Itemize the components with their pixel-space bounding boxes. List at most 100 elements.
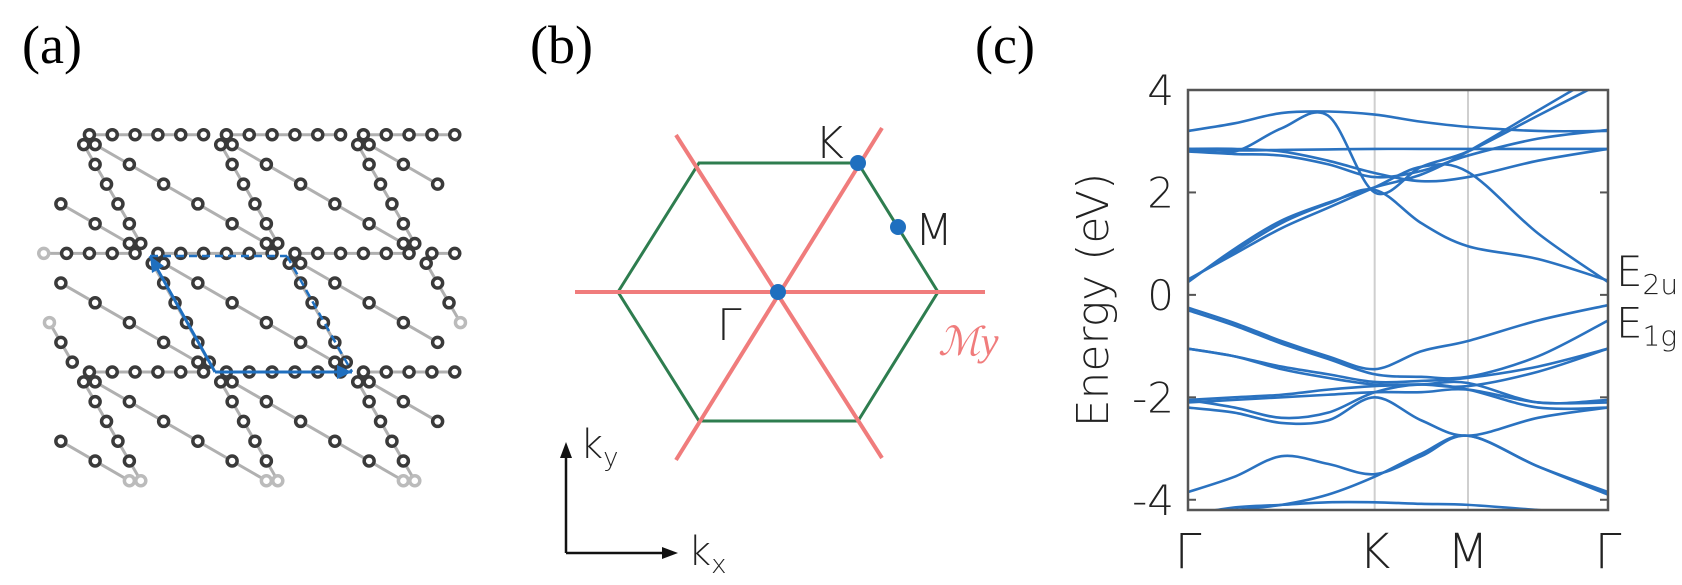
- lattice-atom: [259, 394, 274, 409]
- lattice-atom: [396, 315, 411, 330]
- y-tick-label: 0: [1147, 271, 1174, 320]
- lattice-atom: [419, 256, 433, 270]
- lattice-atom: [111, 434, 125, 448]
- lattice-atom: [356, 246, 371, 261]
- band-line-15: [1188, 396, 1608, 438]
- lattice-atom: [373, 177, 388, 191]
- ky-label: ky: [580, 422, 619, 473]
- lattice-diagram: [37, 127, 468, 488]
- lattice-atom: [54, 197, 68, 211]
- lattice-atom: [379, 246, 393, 261]
- lattice-atom: [425, 365, 439, 379]
- ky-arrowhead: [560, 442, 572, 458]
- lattice-atom: [379, 365, 393, 379]
- lattice-atom: [362, 157, 376, 172]
- x-tick-label: K: [1359, 524, 1390, 580]
- lattice-atom: [288, 246, 302, 261]
- lattice-atom: [99, 414, 114, 429]
- lattice-atom: [122, 454, 137, 468]
- lattice-atom: [151, 365, 165, 379]
- lattice-atom: [362, 137, 376, 152]
- lattice-atom: [42, 315, 57, 330]
- lattice-atom: [105, 365, 119, 379]
- band-line-0: [1188, 110, 1608, 133]
- lattice-atom: [156, 335, 171, 350]
- lattice-atom: [379, 127, 393, 142]
- lattice-atom: [88, 454, 102, 468]
- band-line-2: [1188, 128, 1608, 179]
- lattice-atom: [54, 335, 68, 350]
- lattice-atom: [385, 197, 399, 211]
- plot-frame: [1186, 88, 1610, 512]
- lattice-atom: [448, 127, 462, 142]
- lattice-atom: [37, 246, 51, 261]
- lattice-atom: [293, 177, 308, 191]
- brillouin-zone-diagram: K M Γ ℳy ky kx: [560, 118, 999, 580]
- lattice-atom: [122, 157, 137, 172]
- lattice-atom: [396, 454, 411, 468]
- lattice-atom: [242, 127, 256, 142]
- band-line-4: [1188, 147, 1608, 152]
- lattice-atom: [225, 394, 239, 409]
- lattice-atom: [54, 276, 68, 290]
- lattice-atom: [271, 474, 285, 488]
- panel-c-label: (c): [975, 15, 1035, 75]
- lattice-atom: [362, 454, 376, 468]
- y-tick-label: -4: [1132, 476, 1174, 525]
- unit-cell: [148, 254, 354, 379]
- unit-cell-edge-right: [285, 255, 354, 373]
- lattice-atom: [362, 394, 376, 409]
- lattice-atom: [225, 137, 239, 152]
- lattice-atom: [425, 127, 439, 142]
- lattice-atom: [408, 474, 422, 488]
- lattice-atom: [128, 365, 142, 379]
- kx-arrowhead: [662, 547, 678, 559]
- lattice-atom: [88, 394, 102, 409]
- lattice-atom: [328, 434, 342, 448]
- lattice-atom: [293, 414, 308, 429]
- lattice-atom: [88, 137, 102, 152]
- lattice-atom: [196, 365, 211, 379]
- lattice-atom: [128, 246, 142, 261]
- lattice-atom: [362, 216, 376, 231]
- lattice-atom: [122, 216, 137, 231]
- lattice-atom: [328, 197, 342, 211]
- lattice-atom: [122, 315, 137, 330]
- unit-cell-arrowhead-a1: [337, 365, 352, 379]
- unit-cell-arrowhead-a2: [150, 256, 164, 273]
- lattice-atom: [225, 375, 239, 389]
- lattice-atom: [105, 246, 119, 261]
- lattice-atom: [396, 216, 411, 231]
- lattice-atom: [402, 127, 416, 142]
- lattice-atom: [105, 127, 119, 142]
- band-line-3: [1188, 90, 1591, 196]
- lattice-atom: [99, 177, 114, 191]
- lattice-atom: [396, 157, 411, 172]
- mirror-label: ℳy: [938, 319, 999, 364]
- band-annotation-1g: E1g: [1616, 299, 1677, 353]
- lattice-atom: [430, 177, 445, 191]
- lattice-atom: [156, 177, 171, 191]
- lattice-atom: [430, 276, 445, 290]
- lattice-atom: [128, 127, 142, 142]
- lattice-atom: [333, 127, 348, 142]
- lattice-atom: [225, 157, 239, 172]
- band-line-6: [1188, 188, 1608, 282]
- panel-a-label: (a): [22, 15, 82, 75]
- lattice-atom: [156, 414, 171, 429]
- x-tick-label: M: [1447, 524, 1488, 580]
- lattice-atom: [408, 236, 422, 251]
- lattice-atom: [134, 474, 148, 488]
- lattice-atom: [265, 127, 279, 142]
- lattice-atom: [311, 127, 325, 142]
- band-grid: [1373, 90, 1469, 510]
- k-point: [850, 155, 866, 171]
- lattice-atom: [236, 177, 251, 191]
- lattice-atom: [259, 157, 274, 172]
- kx-label: kx: [688, 529, 727, 580]
- band-line-9: [1188, 309, 1608, 380]
- lattice-atom: [385, 434, 399, 448]
